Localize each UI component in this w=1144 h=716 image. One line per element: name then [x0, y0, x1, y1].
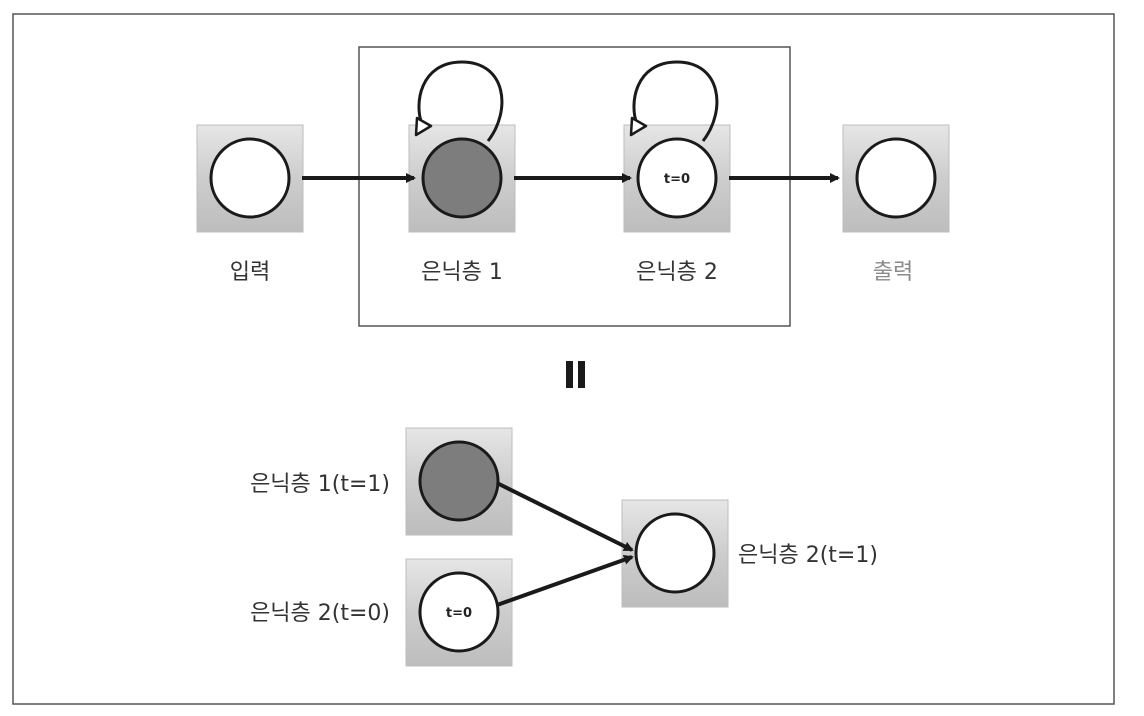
equivalence-sign — [566, 361, 585, 388]
hidden1-t1-node — [405, 427, 513, 536]
input-node — [196, 124, 304, 233]
hidden2-t0-node: t=0 — [405, 558, 513, 667]
hidden2-t0-label: 은닉층 2(t=0) — [250, 601, 390, 626]
output-node — [842, 124, 950, 233]
hidden1-node — [408, 124, 516, 233]
input-label: 입력 — [230, 260, 270, 285]
arrow-hidden1t1-to-hidden2t1 — [496, 481, 634, 552]
hidden2-t1-label: 은닉층 2(t=1) — [738, 543, 878, 568]
hidden2-t1-node — [621, 499, 729, 608]
self-loop-hidden1 — [414, 60, 504, 142]
self-loop-hidden2 — [629, 60, 719, 142]
output-label: 출력 — [873, 260, 913, 285]
hidden-layers-box — [358, 46, 791, 327]
hidden1-t1-label: 은닉층 1(t=1) — [250, 472, 390, 497]
hidden2-label: 은닉층 2 — [636, 260, 718, 285]
arrow-hidden2t0-to-hidden2t1 — [496, 554, 634, 607]
hidden2-node-text: t=0 — [664, 172, 690, 187]
outer-frame — [12, 13, 1115, 705]
hidden2-node: t=0 — [623, 124, 731, 233]
hidden2-t0-node-text: t=0 — [446, 606, 472, 621]
hidden1-label: 은닉층 1 — [421, 260, 503, 285]
